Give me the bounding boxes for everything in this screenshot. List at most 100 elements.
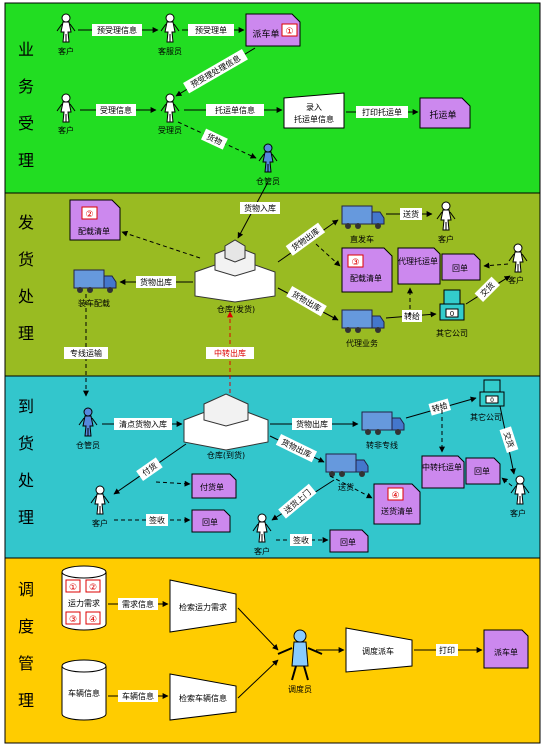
svg-text:代理业务: 代理业务 — [346, 338, 378, 348]
receipt-doc-4: 回单 — [329, 529, 369, 553]
svg-text:0: 0 — [490, 397, 494, 404]
svg-text:货: 货 — [18, 434, 34, 453]
edge-waybill-info: 托运单信息 — [184, 104, 283, 116]
process-search-vehicle: 检索车辆信息 — [169, 673, 237, 721]
payment-doc: 付货单 — [191, 473, 237, 499]
edge-to-receipt-2 — [501, 477, 513, 487]
waybill-doc: 托运单 — [419, 97, 471, 129]
svg-text:①: ① — [285, 27, 293, 37]
svg-text:其它公司: 其它公司 — [436, 328, 468, 338]
dispatcher-actor: 调度员 — [277, 629, 323, 694]
svg-text:度: 度 — [18, 617, 34, 636]
edge-to-delivery-list — [329, 475, 373, 499]
svg-text:派车单: 派车单 — [252, 28, 279, 40]
svg-text:派车单: 派车单 — [494, 647, 518, 657]
svg-text:处: 处 — [18, 471, 34, 490]
svg-text:受理信息: 受理信息 — [100, 105, 132, 115]
svg-text:送货: 送货 — [338, 482, 354, 492]
section-title-1: 业 务 受 理 — [18, 40, 34, 170]
svg-text:车辆信息: 车辆信息 — [68, 688, 100, 698]
transit-waybill-doc: 中转托运单 — [421, 455, 465, 489]
agency-truck: 代理业务 — [341, 309, 385, 348]
customer-actor-7: 客户 — [252, 513, 272, 556]
edge-capacity-to-dispatcher — [237, 607, 279, 651]
svg-text:0: 0 — [450, 310, 454, 318]
svg-text:仓管员: 仓管员 — [256, 176, 280, 186]
svg-text:转给: 转给 — [431, 400, 449, 414]
loading-truck: 装车配载 — [73, 269, 117, 308]
svg-text:处: 处 — [18, 287, 34, 306]
capacity-demand-store: ① ② 运力需求 ③ ④ — [61, 565, 107, 631]
svg-text:业: 业 — [18, 40, 34, 59]
svg-text:客户: 客户 — [438, 234, 454, 244]
svg-text:签收: 签收 — [293, 535, 309, 545]
process-dispatch: 调度派车 — [345, 627, 413, 673]
service-staff-actor: 客服员 — [158, 13, 182, 56]
svg-text:客户: 客户 — [510, 508, 526, 518]
svg-text:客服员: 客服员 — [158, 46, 182, 56]
other-company-1: 0 其它公司 — [436, 289, 468, 338]
receipt-doc-2: 回单 — [465, 457, 501, 485]
svg-text:检索车辆信息: 检索车辆信息 — [179, 693, 227, 703]
svg-text:配载清单: 配载清单 — [350, 273, 382, 283]
edge-line-haul: 专线运输 — [64, 294, 108, 397]
svg-text:务: 务 — [18, 77, 34, 96]
svg-text:录入: 录入 — [306, 103, 322, 112]
svg-text:签收: 签收 — [149, 515, 165, 525]
edge-goods-out-left: 货物出库 — [119, 276, 193, 288]
svg-text:④: ④ — [391, 491, 399, 501]
svg-text:调度员: 调度员 — [288, 684, 312, 694]
edge-transfer-1: 转给 — [385, 310, 437, 322]
customer-actor-3: 客户 — [436, 201, 456, 244]
svg-text:付货单: 付货单 — [200, 482, 224, 492]
svg-text:客户: 客户 — [58, 125, 74, 135]
edge-pre-accept-form: 预受理单 — [182, 24, 245, 36]
dispatch-doc-2: 派车单 — [483, 629, 529, 669]
svg-text:打印: 打印 — [439, 645, 455, 655]
svg-text:货物出库: 货物出库 — [296, 419, 328, 429]
svg-text:中转托运单: 中转托运单 — [422, 462, 462, 472]
customer-actor-2: 客户 — [56, 93, 76, 135]
svg-text:调: 调 — [18, 580, 34, 599]
vehicle-info-store: 车辆信息 — [61, 659, 107, 721]
svg-text:送货清单: 送货清单 — [381, 506, 413, 516]
edge-goods-in-1: 货物入库 — [237, 181, 280, 239]
warehouse-keeper-actor-1: 仓管员 — [256, 143, 280, 186]
customer-actor-1: 客户 — [56, 13, 76, 56]
svg-text:受理员: 受理员 — [158, 125, 182, 135]
svg-text:预受理信息: 预受理信息 — [97, 25, 137, 35]
delivery-list-doc: ④ 送货清单 — [373, 483, 421, 525]
edge-handover-2: 交货 — [499, 405, 519, 475]
svg-text:装车配载: 装车配载 — [78, 298, 110, 308]
svg-text:中转出库: 中转出库 — [214, 348, 246, 358]
svg-text:打印托运单: 打印托运单 — [362, 107, 402, 117]
svg-text:直发车: 直发车 — [350, 234, 374, 244]
delivery-truck: 送货 — [325, 453, 369, 492]
section-title-2: 发 货 处 理 — [18, 213, 34, 343]
svg-text:代理托运单: 代理托运单 — [398, 256, 438, 266]
svg-text:托运单信息: 托运单信息 — [215, 105, 255, 115]
svg-text:送货: 送货 — [403, 209, 419, 219]
dispatch-doc-1: 派车单 ① — [245, 13, 301, 47]
process-search-capacity: 检索运力需求 — [169, 579, 237, 633]
edge-print-waybill: 打印托运单 — [346, 106, 419, 118]
edge-sign-1: 签收 — [114, 514, 191, 526]
edge-vehicle-to-dispatcher — [237, 659, 279, 699]
svg-text:客户: 客户 — [508, 275, 524, 285]
edge-to-payment-doc — [155, 480, 191, 487]
edge-deliver-1: 送货 — [386, 208, 433, 220]
svg-text:理: 理 — [18, 508, 34, 527]
svg-text:回单: 回单 — [202, 517, 218, 527]
svg-text:转给: 转给 — [404, 311, 420, 321]
svg-text:客户: 客户 — [254, 546, 270, 556]
svg-text:货物入库: 货物入库 — [244, 203, 276, 213]
edge-transfer-2: 转给 — [405, 396, 477, 419]
svg-text:理: 理 — [18, 691, 34, 710]
svg-text:理: 理 — [18, 324, 34, 343]
edge-accept-info: 受理信息 — [80, 104, 157, 116]
svg-text:回单: 回单 — [474, 466, 490, 476]
svg-text:货: 货 — [18, 250, 34, 269]
svg-text:客户: 客户 — [58, 46, 74, 56]
